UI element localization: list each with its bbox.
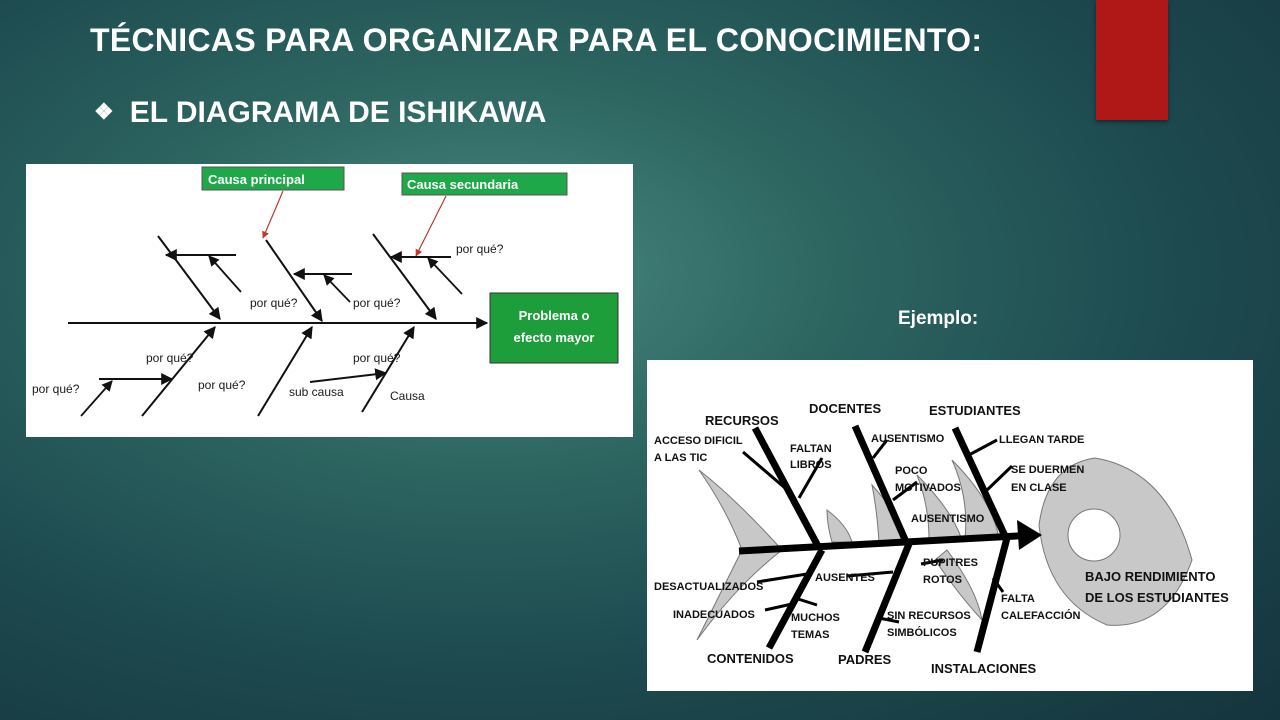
cause-line-llegan <box>966 438 998 458</box>
cause-falta-l2: CALEFACCIÓN <box>1001 609 1081 622</box>
cause-ausentismo-docentes: AUSENTISMO <box>871 433 945 445</box>
fishbone-example-diagram: RECURSOS DOCENTES ESTUDIANTES CONTENIDOS… <box>654 401 1229 676</box>
bottom-bone-2 <box>257 325 313 417</box>
secondary-cause-label: Causa secundaria <box>407 177 519 192</box>
effect-box-line2: efecto mayor <box>514 330 595 345</box>
cause-line-muchos <box>794 596 818 607</box>
secondary-cause-pointer-arrow <box>415 195 447 257</box>
bone-estudiantes <box>951 426 1009 538</box>
bottom-bone-1 <box>141 326 216 417</box>
top-tertiary-arrow-3 <box>427 257 463 295</box>
bone-docentes <box>851 424 911 546</box>
cause-llegan-tarde: LLEGAN TARDE <box>999 434 1084 446</box>
bone-instalaciones <box>973 537 1011 653</box>
diamond-bullet-icon: ❖ <box>94 99 114 124</box>
cause-muchos-l2: TEMAS <box>791 629 830 641</box>
fishbone-example-panel: RECURSOS DOCENTES ESTUDIANTES CONTENIDOS… <box>647 360 1253 691</box>
cause-label: Causa <box>390 389 425 403</box>
cause-pupitres-l1: PUPITRES <box>923 557 978 569</box>
why-label-4: por qué? <box>146 351 194 365</box>
cause-poco-l1: POCO <box>895 465 928 477</box>
cause-line-poco <box>892 480 918 502</box>
top-bone-1 <box>157 235 221 320</box>
effect-box <box>489 292 619 364</box>
accent-tab <box>1096 0 1168 120</box>
top-tertiary-arrow-1 <box>208 255 242 293</box>
cause-pupitres-l2: ROTOS <box>923 574 962 586</box>
cause-line-inadecuados <box>764 602 793 612</box>
cause-line-acceso <box>742 450 786 490</box>
cause-ausentismo-estudiantes: AUSENTISMO <box>911 513 985 525</box>
cat-contenidos: CONTENIDOS <box>707 651 794 666</box>
cat-recursos: RECURSOS <box>705 413 779 428</box>
effect-line2: DE LOS ESTUDIANTES <box>1085 590 1229 605</box>
cause-line-pupitres <box>920 558 944 566</box>
spine-arrow-head <box>1017 520 1042 550</box>
cause-faltan-l1: FALTAN <box>790 443 832 455</box>
bottom-bone-3 <box>361 325 415 413</box>
cause-falta-l1: FALTA <box>1001 593 1035 605</box>
cause-poco-l2: MOTIVADOS <box>895 482 961 494</box>
cause-line-desactualizados <box>756 572 808 584</box>
slide-title: TÉCNICAS PARA ORGANIZAR PARA EL CONOCIMI… <box>90 22 983 58</box>
why-label-2: por qué? <box>250 296 298 310</box>
subtitle-text: EL DIAGRAMA DE ISHIKAWA <box>129 96 547 129</box>
top-bone-3 <box>372 233 437 320</box>
main-cause-label-box <box>201 166 345 191</box>
cause-faltan-l2: LIBROS <box>790 459 832 471</box>
bottom-tertiary-arrow-1 <box>80 380 113 417</box>
cause-line-ausentes <box>846 570 894 578</box>
cat-estudiantes: ESTUDIANTES <box>929 403 1021 418</box>
main-cause-label: Causa principal <box>208 172 305 187</box>
bottom-sub-arrow-2 <box>309 368 388 383</box>
generic-diagram-panel: Problema o efecto mayor Causa principal … <box>26 164 633 437</box>
why-label-3: por qué? <box>353 296 401 310</box>
why-label-7: por qué? <box>32 382 80 396</box>
why-label-5: por qué? <box>353 351 401 365</box>
sub-cause-label: sub causa <box>289 385 344 399</box>
effect-line1: BAJO RENDIMIENTO <box>1085 569 1216 584</box>
fish-tail <box>696 469 783 641</box>
cause-desactualizados: DESACTUALIZADOS <box>654 581 763 593</box>
fish-fin-1 <box>826 508 853 543</box>
slide-subtitle: ❖ EL DIAGRAMA DE ISHIKAWA <box>94 96 546 130</box>
cause-duermen-l1: SE DUERMEN <box>1011 464 1084 476</box>
top-bone-2 <box>265 239 323 322</box>
cause-sin-recursos-l2: SIMBÓLICOS <box>887 626 957 639</box>
bone-recursos <box>751 426 823 550</box>
cat-docentes: DOCENTES <box>809 401 882 416</box>
secondary-cause-label-box <box>401 172 568 196</box>
cause-sin-recursos-l1: SIN RECURSOS <box>887 610 971 622</box>
why-label-6: por qué? <box>198 378 246 392</box>
main-cause-pointer-arrow <box>262 190 284 239</box>
cat-instalaciones: INSTALACIONES <box>931 661 1037 676</box>
cause-line-sin-recursos <box>878 616 900 624</box>
top-tertiary-arrow-2 <box>323 274 351 303</box>
why-label-1: por qué? <box>456 242 504 256</box>
generic-ishikawa-diagram: Problema o efecto mayor Causa principal … <box>32 166 619 417</box>
cat-padres: PADRES <box>838 652 892 667</box>
cause-line-faltan <box>797 457 824 499</box>
example-label: Ejemplo: <box>898 308 979 329</box>
cause-muchos-l1: MUCHOS <box>791 612 840 624</box>
cause-ausentes: AUSENTES <box>815 572 875 584</box>
cause-duermen-l2: EN CLASE <box>1011 482 1067 494</box>
cause-acceso-l1: ACCESO DIFICIL <box>654 435 743 447</box>
cause-line-falta <box>991 577 1005 593</box>
fishbone-spine <box>738 531 1036 555</box>
bone-padres <box>861 542 913 654</box>
cause-line-ausentismo-docentes <box>871 439 889 459</box>
cause-acceso-l2: A LAS TIC <box>654 452 707 464</box>
fish-eye <box>1067 508 1121 562</box>
cause-inadecuados: INADECUADOS <box>673 609 755 621</box>
effect-box-line1: Problema o <box>519 308 590 323</box>
cause-line-duermen <box>983 464 1014 494</box>
